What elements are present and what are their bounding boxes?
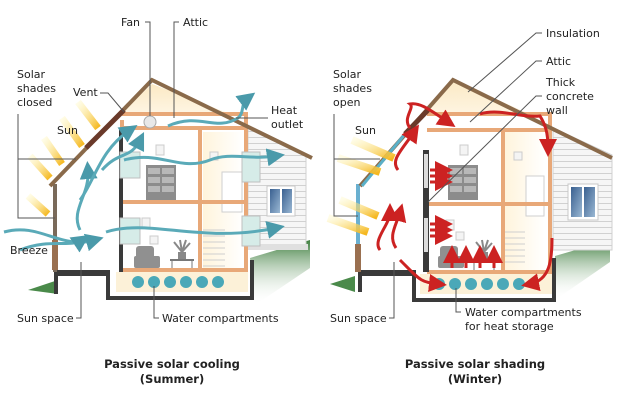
water-compartments bbox=[132, 276, 224, 288]
label-thick-2: concrete bbox=[546, 90, 594, 103]
label-water-1: Water compartments bbox=[465, 306, 582, 319]
window-upper-right bbox=[241, 151, 261, 183]
solar-shade-open bbox=[360, 133, 407, 187]
label-solar-shades-3: closed bbox=[17, 96, 52, 109]
timber-frame bbox=[120, 112, 248, 272]
thick-concrete-wall bbox=[423, 150, 429, 272]
foundation bbox=[54, 260, 254, 300]
label-breeze: Breeze bbox=[10, 244, 48, 257]
grass-left bbox=[28, 280, 58, 294]
label-sun: Sun bbox=[355, 124, 376, 137]
left-labels: Fan Attic Solar shades closed Vent Sun H… bbox=[10, 16, 304, 386]
caption-left-season: (Summer) bbox=[140, 372, 204, 386]
right-house bbox=[326, 77, 613, 302]
roof bbox=[48, 77, 313, 188]
caption-right-season: (Winter) bbox=[448, 372, 502, 386]
grass-right bbox=[250, 240, 310, 305]
sun-rays bbox=[326, 136, 396, 236]
label-solar-shades-2: shades bbox=[17, 82, 56, 95]
timber-frame bbox=[427, 112, 552, 274]
label-fan: Fan bbox=[121, 16, 140, 29]
label-water-2: for heat storage bbox=[465, 320, 554, 333]
caption-left-title: Passive solar cooling bbox=[104, 357, 240, 371]
window-lower-left bbox=[119, 217, 141, 245]
sun-rays bbox=[25, 99, 101, 217]
dresser bbox=[448, 165, 478, 200]
label-sun-space: Sun space bbox=[330, 312, 387, 325]
fan-icon bbox=[143, 115, 157, 129]
label-attic: Attic bbox=[183, 16, 208, 29]
label-heat: Heat bbox=[271, 104, 298, 117]
label-thick-3: wall bbox=[546, 104, 568, 117]
heat-arrows bbox=[376, 102, 557, 292]
label-solar-shades-1: Solar bbox=[333, 68, 362, 81]
label-sun: Sun bbox=[57, 124, 78, 137]
label-sun-space: Sun space bbox=[17, 312, 74, 325]
armchair bbox=[134, 246, 160, 268]
label-insulation: Insulation bbox=[546, 27, 600, 40]
label-thick-1: Thick bbox=[545, 76, 576, 89]
dresser bbox=[146, 165, 176, 200]
inner-wall bbox=[119, 130, 123, 272]
label-vent: Vent bbox=[73, 86, 98, 99]
label-solar-shades-2: shades bbox=[333, 82, 372, 95]
sun-space-wall bbox=[53, 184, 57, 272]
label-outlet: outlet bbox=[271, 118, 304, 131]
label-solar-shades-1: Solar bbox=[17, 68, 46, 81]
left-house bbox=[3, 77, 313, 305]
label-solar-shades-3: open bbox=[333, 96, 360, 109]
table-with-plant bbox=[170, 239, 194, 268]
solar-shade-closed bbox=[84, 108, 126, 150]
caption-right-title: Passive solar shading bbox=[405, 357, 545, 371]
right-labels: Insulation Attic Thick concrete wall Sol… bbox=[330, 27, 600, 386]
label-attic: Attic bbox=[546, 55, 571, 68]
label-water-compartments: Water compartments bbox=[162, 312, 279, 325]
